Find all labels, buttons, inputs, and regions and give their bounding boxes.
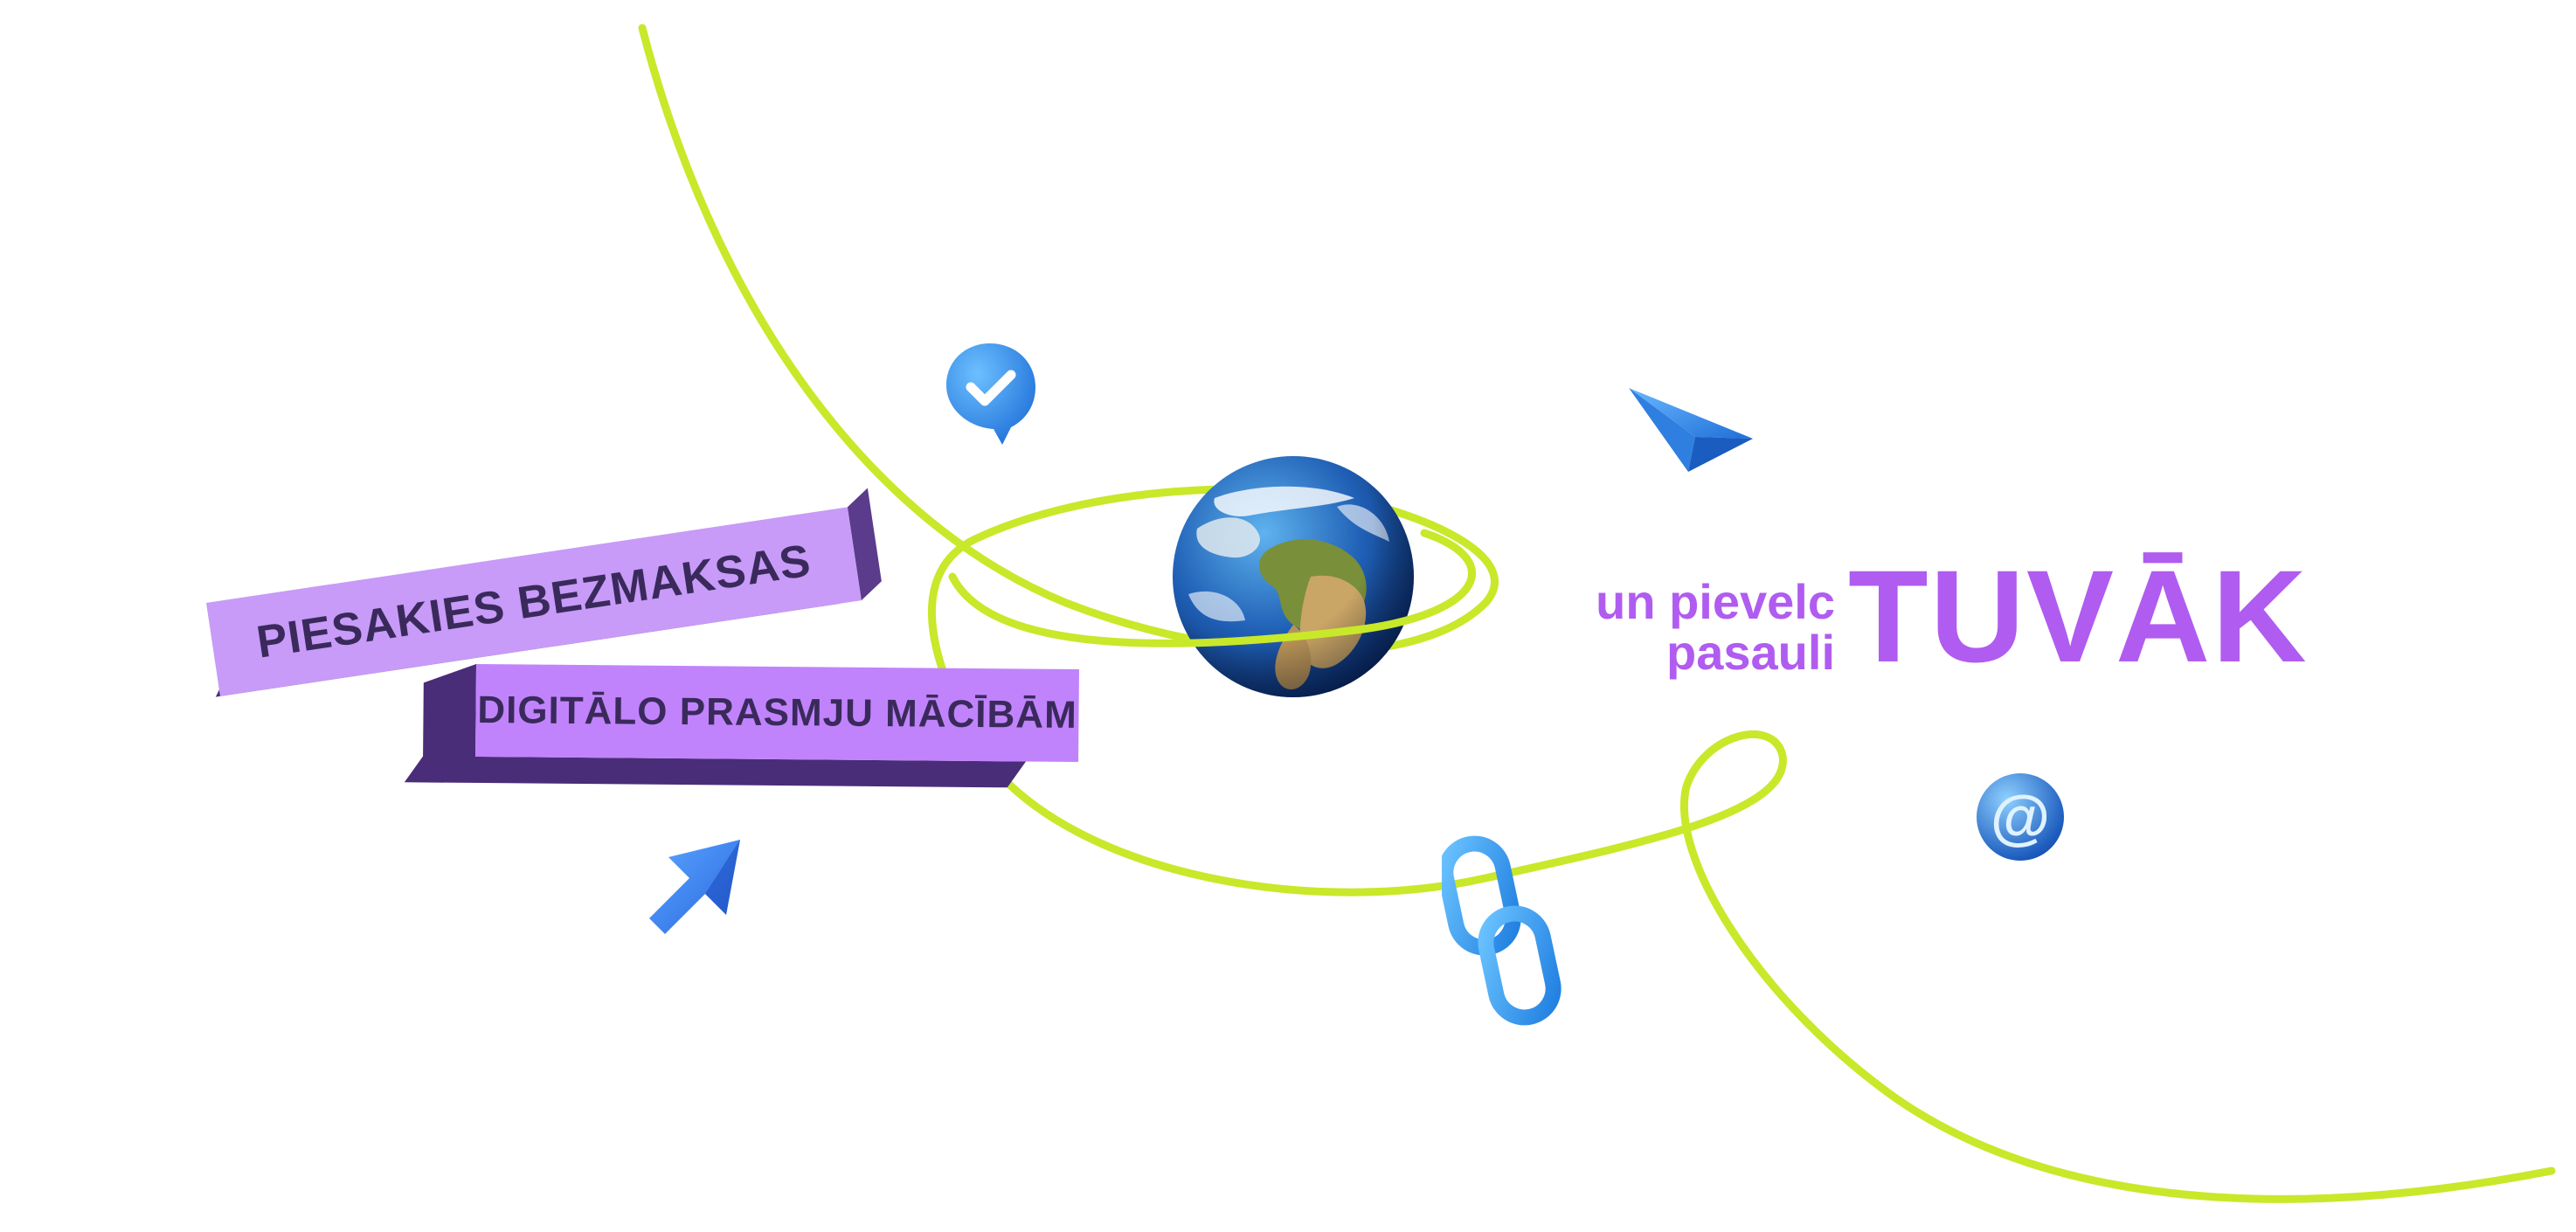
paper-plane-icon (1629, 388, 1753, 472)
chain-link-icon (1442, 835, 1562, 1026)
check-bubble-icon (946, 343, 1035, 445)
headline-line-1: un pievelc (1596, 574, 1835, 629)
headline-line-2: pasauli (1666, 625, 1835, 680)
globe-icon (1173, 456, 1414, 697)
headline-big: TUVĀK (1848, 543, 2309, 689)
tag-digitalo-bottom (404, 756, 1027, 788)
tag-digitalo-face: DIGITĀLO PRASMJU MĀCĪBĀM (475, 664, 1079, 763)
cursor-arrow-icon (649, 840, 740, 934)
headline-small: un pievelc pasauli (1512, 577, 1835, 678)
at-glyph: @ (1990, 783, 2051, 851)
tag-digitalo-text: DIGITĀLO PRASMJU MĀCĪBĀM (477, 689, 1077, 737)
at-sign-icon: @ (1977, 773, 2064, 861)
